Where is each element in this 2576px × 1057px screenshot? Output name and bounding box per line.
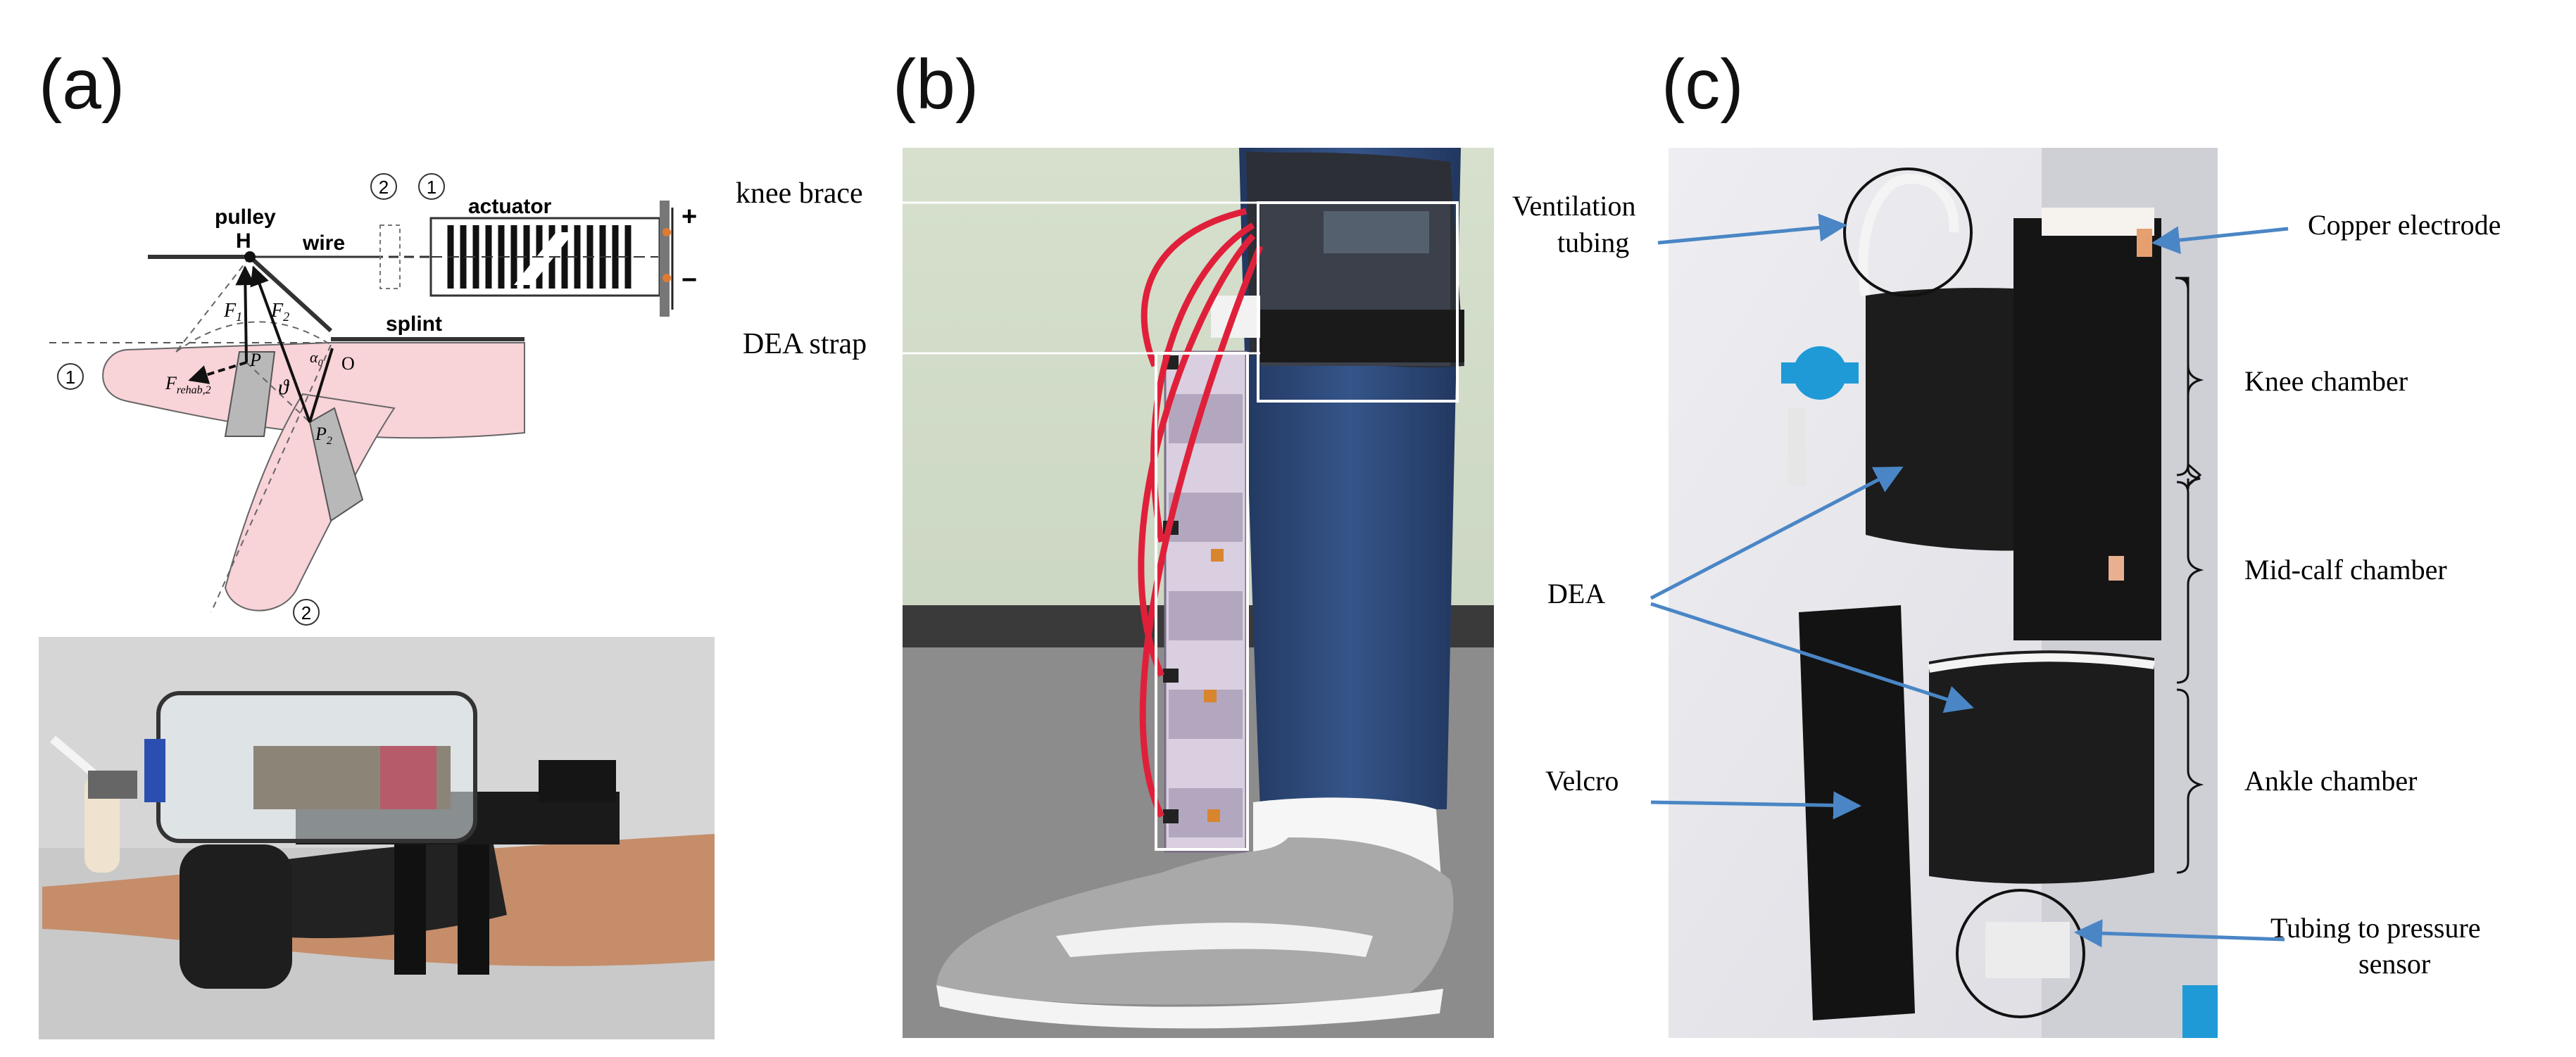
F1-label: F1: [223, 300, 242, 324]
pad-2: [308, 407, 364, 522]
ventilation-label-line2: tubing: [1557, 227, 1629, 258]
knee-chamber-label: Knee chamber: [2244, 365, 2408, 397]
ventilation-label-line1: Ventilation: [1512, 190, 1636, 222]
svg-text:2: 2: [379, 177, 389, 198]
arrow-dea-lower: [1650, 602, 1974, 713]
P-label: P: [249, 350, 261, 370]
pressure-sensor-label-line1: Tubing to pressure: [2270, 912, 2481, 944]
arrow-ventilation: [1657, 213, 1847, 245]
H-label: H: [236, 229, 251, 253]
pulley-label: pulley: [215, 205, 276, 229]
force-vectors: [188, 265, 334, 423]
svg-text:1: 1: [427, 177, 436, 198]
svg-text:2: 2: [301, 602, 311, 624]
wire-label: wire: [302, 232, 345, 255]
alpha-label: α0: [310, 348, 323, 369]
callout-arrows: [1650, 213, 2289, 948]
plus-label: +: [681, 202, 697, 232]
circled-number-top-1: 1: [418, 173, 445, 200]
arrow-velcro: [1650, 791, 1861, 820]
actuator-body: [379, 201, 674, 317]
circled-number-finger-2: 2: [293, 599, 320, 626]
actuator-label: actuator: [468, 195, 552, 218]
copper-electrode-label: Copper electrode: [2308, 209, 2501, 241]
mid-calf-chamber-label: Mid-calf chamber: [2244, 554, 2447, 586]
circled-number-finger-1: 1: [57, 363, 84, 390]
finger-position-2: [224, 393, 396, 612]
pad-1: [224, 351, 276, 437]
finger-splint-diagram: pulley H wire actuator splint + − 2 1 1 …: [49, 173, 697, 626]
pressure-sensor-label-line2: sensor: [2358, 948, 2430, 980]
theta-label: ϑ: [278, 376, 290, 399]
knee-brace-label: knee brace: [736, 177, 863, 210]
F2-label: F2: [270, 300, 289, 324]
panel-c-label: (c): [1661, 45, 1744, 124]
svg-text:1: 1: [65, 367, 75, 388]
mid-calf-bracket: [2176, 481, 2204, 684]
panel-a-label: (a): [39, 45, 125, 124]
arrow-pressure: [2074, 919, 2285, 948]
dea-chambers-photo: [1669, 148, 2218, 1038]
dea-label: DEA: [1547, 578, 1605, 609]
minus-label: −: [681, 265, 697, 295]
knee-brace-box: [1257, 201, 1459, 403]
hand-orthosis-photo: [39, 637, 715, 1039]
arrow-copper: [2151, 226, 2289, 255]
splint-label: splint: [386, 312, 442, 336]
Frehab-label: Frehab,2: [165, 373, 211, 396]
dea-strap-label: DEA strap: [743, 328, 867, 360]
pressure-sensor-circle: [1956, 889, 2085, 1018]
O-label: O: [341, 353, 355, 374]
ankle-bracket: [2176, 688, 2204, 874]
arrow-dea-upper: [1650, 466, 1904, 600]
pulley-dot: [244, 251, 256, 262]
knee-bracket: [2176, 277, 2204, 476]
circled-number-top-2: 2: [370, 173, 397, 200]
leg-dea-photo: [891, 148, 1494, 1038]
velcro-label: Velcro: [1545, 765, 1619, 797]
P2-label: P2: [315, 424, 332, 447]
ankle-chamber-label: Ankle chamber: [2244, 765, 2417, 797]
panel-b-label: (b): [893, 45, 979, 124]
construction-lines: [175, 256, 332, 613]
